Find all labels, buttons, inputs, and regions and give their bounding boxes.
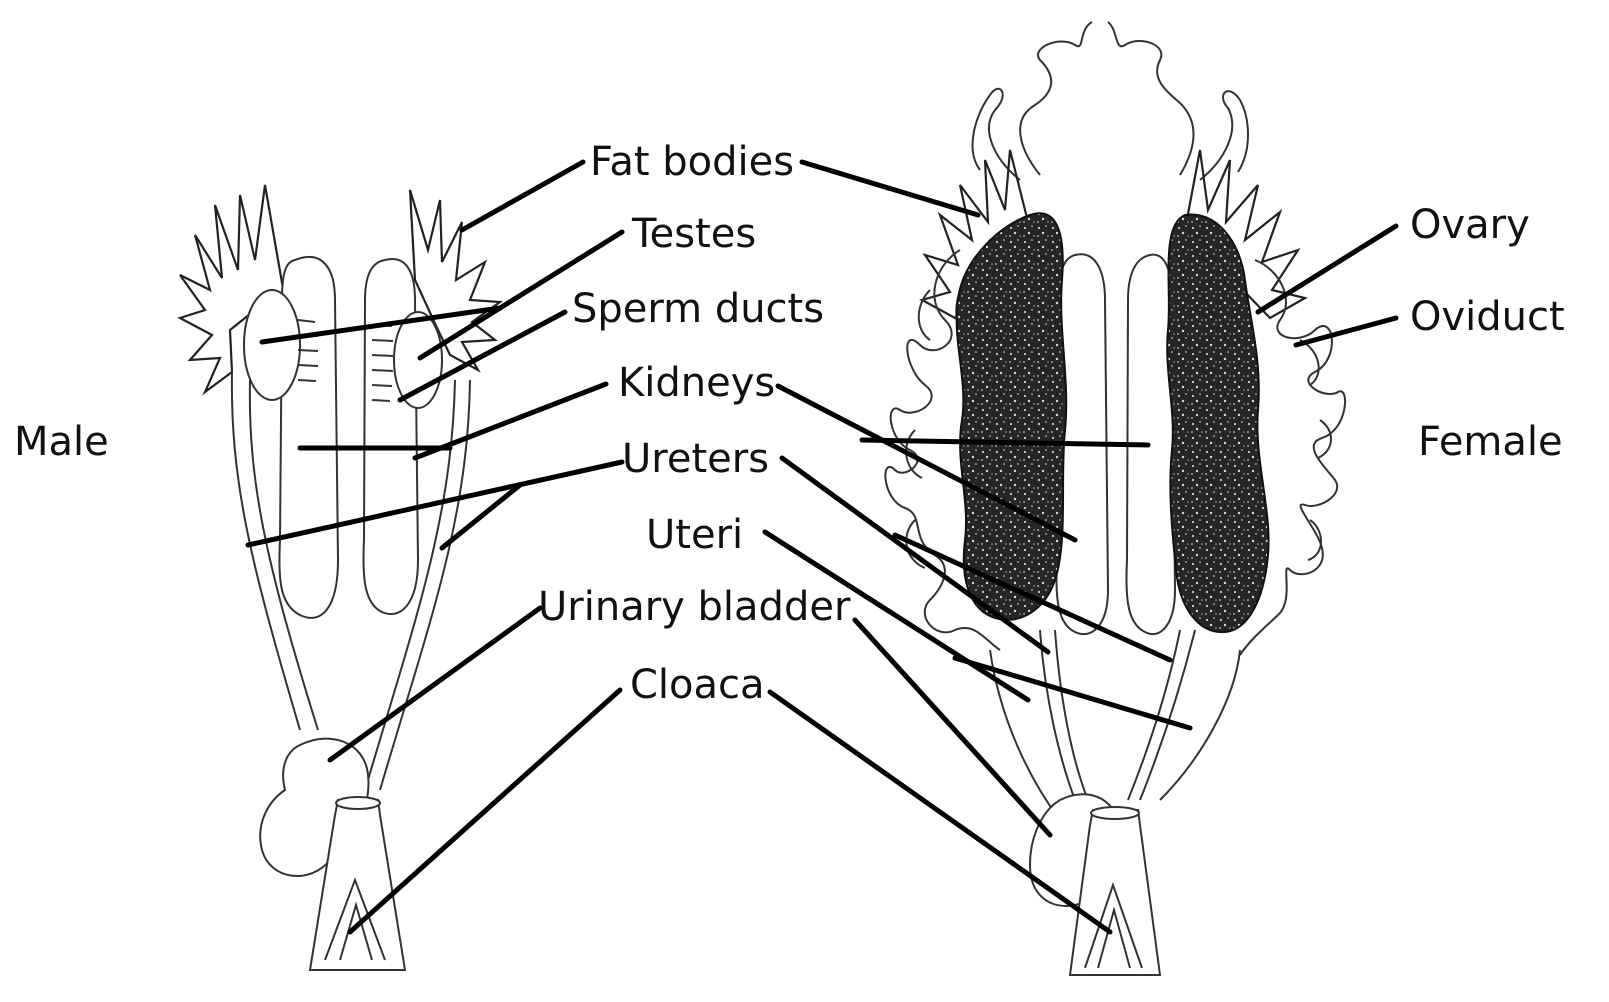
female-cloaca-opening [1091,807,1139,819]
leader-fat-bodies-male [462,162,583,230]
female-right-oviduct-coils [1300,340,1331,560]
female-left-uterus [990,650,1060,820]
female-figure [885,22,1345,975]
label-fat-bodies: Fat bodies [590,139,794,185]
leader-oviduct [1296,318,1396,345]
male-figure [180,185,500,970]
leader-uteri-2 [955,658,1190,728]
label-testes: Testes [631,211,756,257]
label-ureters: Ureters [622,436,769,482]
male-left-testis [244,290,300,400]
label-cloaca: Cloaca [630,662,765,708]
leader-ovary [1258,226,1396,312]
female-right-oviduct-top [1108,22,1248,180]
male-right-testis [394,312,442,408]
label-ovary: Ovary [1410,202,1530,248]
female-left-oviduct-top [973,22,1092,180]
label-oviduct: Oviduct [1410,294,1565,340]
female-right-ovary [1167,214,1268,632]
male-cloaca-opening [336,797,380,809]
label-urinary-bladder: Urinary bladder [538,584,851,630]
female-left-duct-2 [1055,630,1088,800]
label-sperm-ducts: Sperm ducts [572,286,824,332]
male-right-kidney [363,259,418,614]
label-uteri: Uteri [646,512,743,558]
label-female: Female [1418,419,1563,465]
label-kidneys: Kidneys [618,360,775,406]
female-left-ovary [957,213,1067,619]
leader-fat-bodies-female [802,162,978,215]
leader-cloaca-male [350,690,620,932]
label-male: Male [14,419,109,465]
leader-urinary-bladder-male [330,608,540,760]
